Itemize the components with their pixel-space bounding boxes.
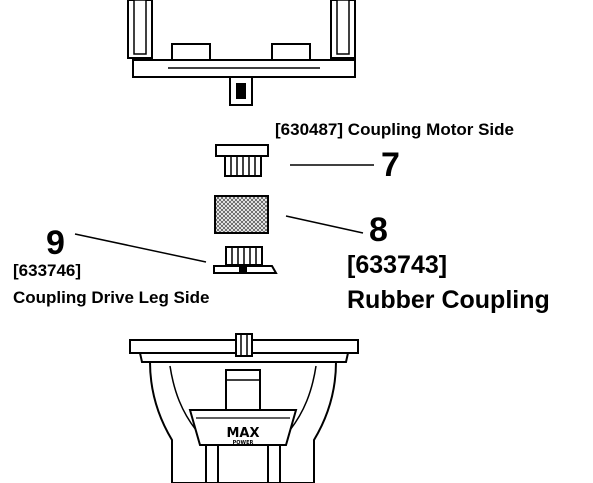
part-8-description: Rubber Coupling — [347, 288, 550, 313]
max-power-logo-subtext: POWER — [233, 440, 254, 446]
drive-leg-assembly — [129, 333, 359, 483]
coupling-motor-side-part — [215, 144, 269, 177]
part-8-number-code: [633743] — [347, 251, 448, 279]
part-9-number-code: [633746] — [13, 261, 82, 280]
callout-8: 8 — [369, 211, 388, 249]
max-power-logo: MAX — [226, 426, 259, 441]
callout-7: 7 — [381, 146, 400, 184]
part-7-number-code: [630487] — [275, 120, 344, 139]
part-8-description-word-2: Coupling — [441, 286, 550, 314]
leader-line-9 — [74, 233, 207, 263]
coupling-drive-leg-side-part — [213, 246, 278, 274]
callout-9: 9 — [46, 224, 65, 262]
leader-line-8 — [285, 215, 364, 234]
motor-assembly — [127, 0, 356, 106]
part-8-description-word-1: Rubber — [347, 286, 435, 314]
part-7-label: [630487] Coupling Motor Side — [275, 121, 514, 138]
part-9-description: Coupling Drive Leg Side — [13, 288, 210, 307]
rubber-coupling-part — [214, 195, 269, 234]
part-7-description: Coupling Motor Side — [347, 120, 514, 139]
